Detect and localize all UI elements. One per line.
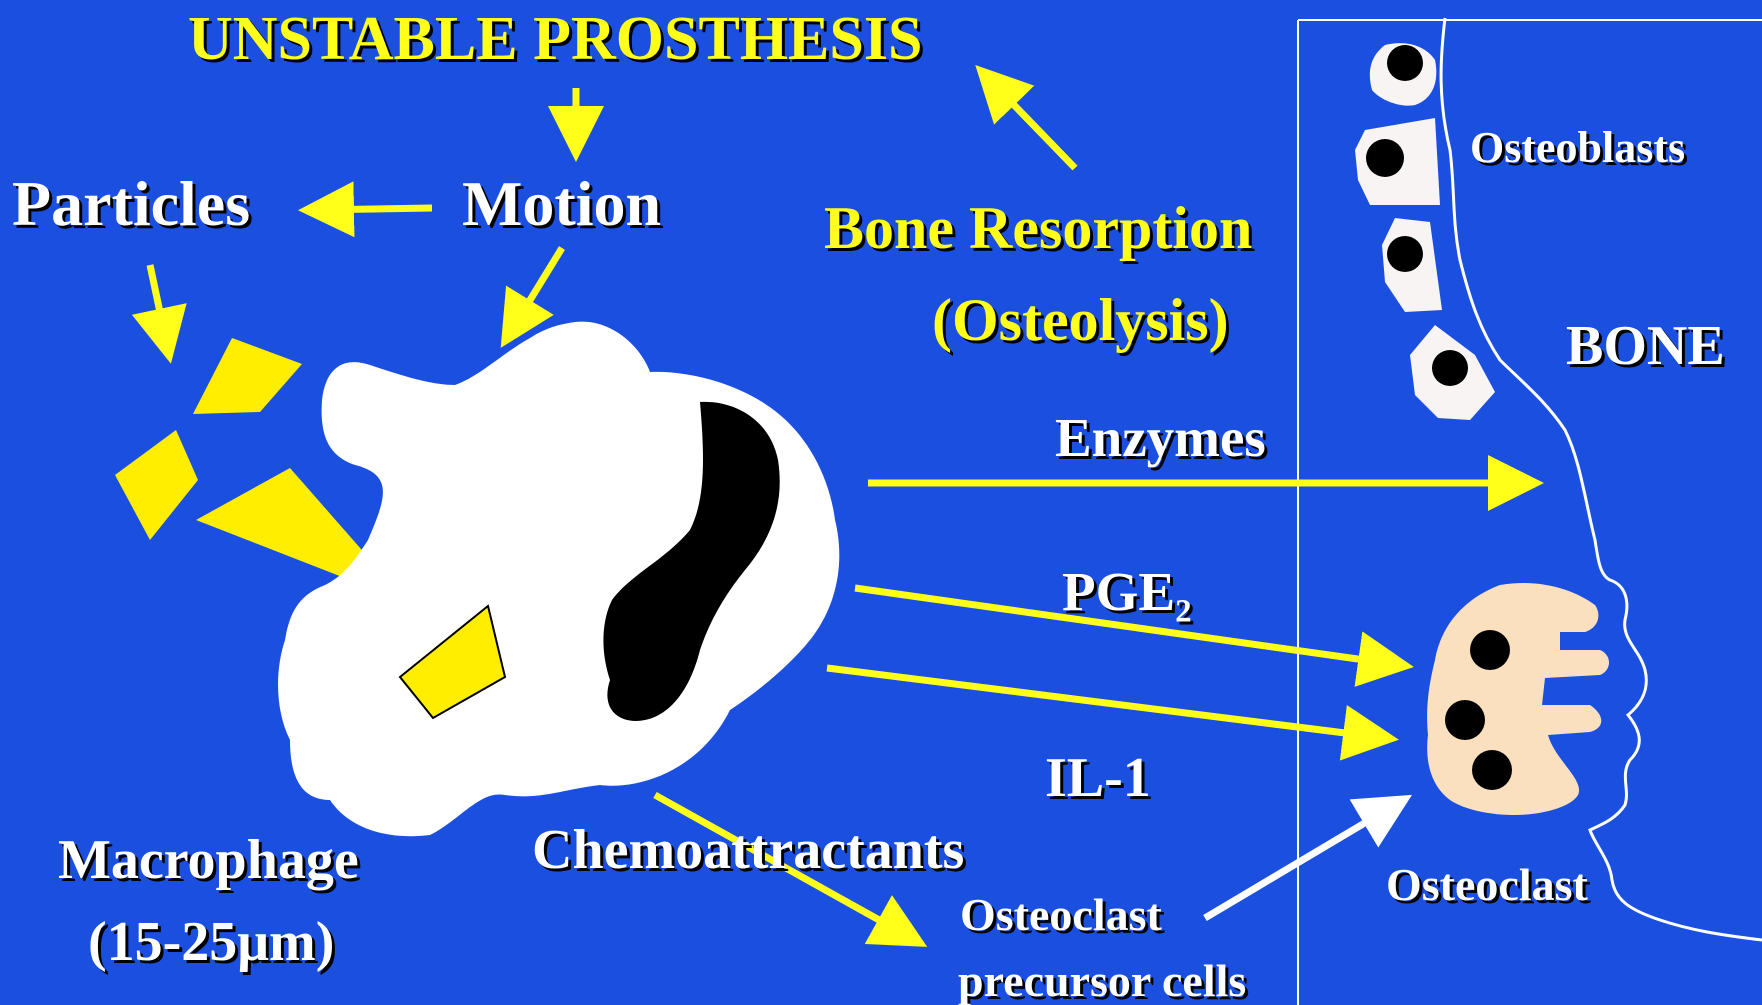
label-osteoclast: Osteoclast bbox=[1386, 862, 1588, 908]
label-enzymes: Enzymes bbox=[1055, 410, 1266, 465]
label-particles: Particles bbox=[12, 172, 250, 236]
label-il1: IL-1 bbox=[1045, 750, 1151, 806]
label-bone-resorption: Bone Resorption bbox=[824, 198, 1252, 258]
macrophage-body bbox=[278, 322, 839, 837]
label-osteoclast-precursor-cells: precursor cells bbox=[958, 958, 1246, 1004]
arrow-il1 bbox=[827, 668, 1385, 738]
arrow-particles-down bbox=[150, 265, 168, 350]
osteoblast-nucleus bbox=[1366, 139, 1404, 177]
particle bbox=[193, 338, 302, 414]
label-motion: Motion bbox=[462, 172, 661, 236]
label-chemoattractants: Chemoattractants bbox=[532, 822, 964, 878]
arrow-precursor-to-osteoclast bbox=[1205, 802, 1400, 918]
osteoclast-nucleus bbox=[1472, 750, 1512, 790]
label-osteolysis: (Osteolysis) bbox=[932, 290, 1229, 350]
osteoblast-nucleus bbox=[1432, 350, 1468, 386]
diagram-title: UNSTABLE PROSTHESIS bbox=[188, 8, 923, 70]
osteoclast-nucleus bbox=[1445, 700, 1485, 740]
macrophage-cell bbox=[278, 322, 839, 837]
label-bone: BONE bbox=[1566, 318, 1725, 374]
particle bbox=[115, 430, 198, 540]
osteoclast-cell bbox=[1427, 583, 1609, 815]
osteoblasts bbox=[1355, 43, 1495, 420]
label-macrophage: Macrophage bbox=[58, 832, 359, 888]
osteoclast-nucleus bbox=[1470, 630, 1510, 670]
label-macrophage-size: (15-25μm) bbox=[88, 914, 334, 970]
osteoclast-body bbox=[1427, 583, 1609, 815]
label-osteoclast-precursor: Osteoclast bbox=[960, 892, 1162, 938]
particle bbox=[196, 468, 375, 582]
arrow-resorption-to-prosthesis bbox=[985, 75, 1075, 168]
osteoblast-nucleus bbox=[1387, 45, 1423, 81]
label-pge2: PGE2 bbox=[1062, 564, 1192, 629]
osteoblast-nucleus bbox=[1387, 236, 1423, 272]
arrow-motion-to-particles bbox=[312, 208, 432, 210]
label-osteoblasts: Osteoblasts bbox=[1470, 126, 1685, 170]
arrow-motion-to-macrophage bbox=[508, 248, 562, 336]
